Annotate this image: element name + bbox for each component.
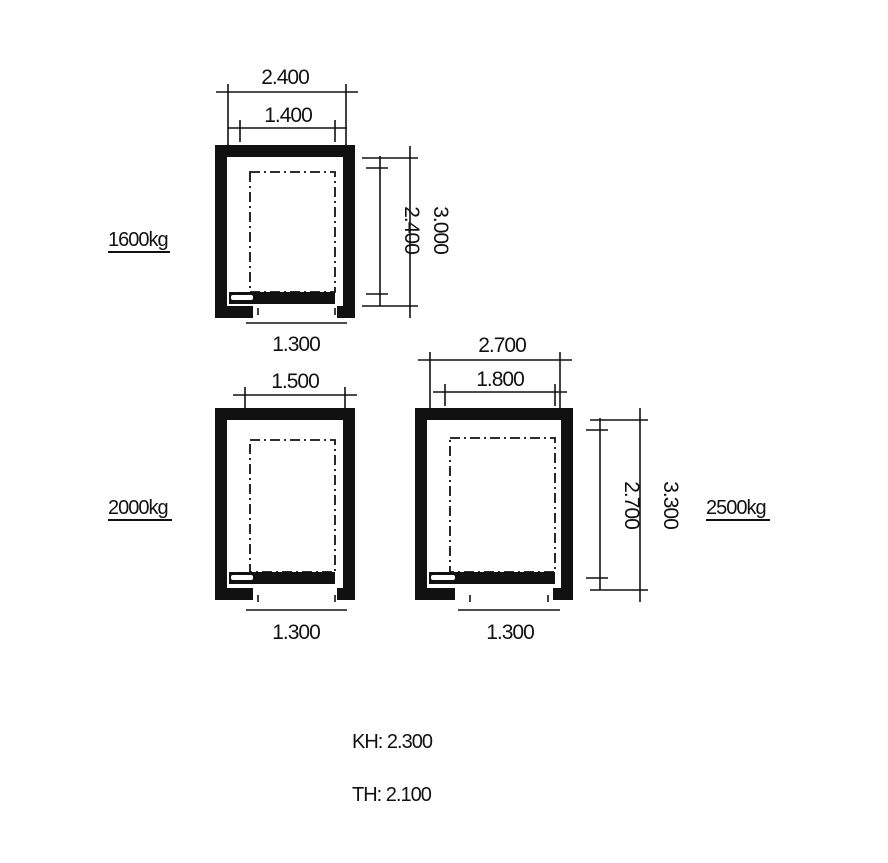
shaft-wall-right bbox=[561, 408, 573, 600]
shaft-wall-top bbox=[215, 408, 355, 420]
capacity-label-2000: 2000kg bbox=[108, 497, 168, 519]
door-slot bbox=[231, 575, 253, 580]
dim-door-width: 1.300 bbox=[486, 621, 534, 644]
dim-shaft-depth: 3.000 bbox=[429, 206, 452, 254]
capacity-label-1600: 1600kg bbox=[108, 229, 168, 251]
shaft-wall-right bbox=[343, 145, 355, 318]
note-th: TH: 2.100 bbox=[352, 784, 432, 806]
dim-door-width: 1.300 bbox=[272, 621, 320, 644]
car-outline bbox=[249, 171, 336, 293]
shaft-wall-bottom-right bbox=[337, 306, 355, 318]
capacity-label-2500: 2500kg bbox=[706, 497, 766, 519]
dim-shaft-width: 2.700 bbox=[478, 334, 526, 357]
shaft-wall-bottom-left bbox=[215, 306, 253, 318]
note-kh: KH: 2.300 bbox=[352, 731, 433, 753]
door-slot bbox=[231, 295, 253, 300]
door-slot bbox=[431, 575, 455, 580]
shaft-wall-left bbox=[215, 408, 227, 600]
dim-car-width: 1.800 bbox=[476, 368, 524, 391]
shaft-wall-left bbox=[215, 145, 227, 318]
shaft-wall-bottom-right bbox=[553, 588, 573, 600]
dim-car-depth: 2.700 bbox=[620, 481, 643, 529]
dim-car-width: 1.400 bbox=[264, 104, 312, 127]
shaft-wall-bottom-right bbox=[337, 588, 355, 600]
dim-door-width: 1.300 bbox=[272, 333, 320, 356]
dim-car-width: 1.500 bbox=[271, 370, 319, 393]
dim-shaft-depth: 3.300 bbox=[659, 481, 682, 529]
door-panel bbox=[229, 292, 335, 304]
door-panel bbox=[229, 572, 335, 584]
shaft-wall-top bbox=[415, 408, 573, 420]
door-panel bbox=[429, 572, 555, 584]
dim-shaft-width: 2.400 bbox=[261, 66, 309, 89]
shaft-wall-bottom-left bbox=[215, 588, 253, 600]
car-outline bbox=[449, 437, 556, 573]
car-outline bbox=[249, 439, 336, 573]
shaft-wall-right bbox=[343, 408, 355, 600]
shaft-wall-top bbox=[215, 145, 355, 157]
shaft-wall-bottom-left bbox=[415, 588, 455, 600]
shaft-wall-left bbox=[415, 408, 427, 600]
dim-car-depth: 2.400 bbox=[400, 206, 423, 254]
